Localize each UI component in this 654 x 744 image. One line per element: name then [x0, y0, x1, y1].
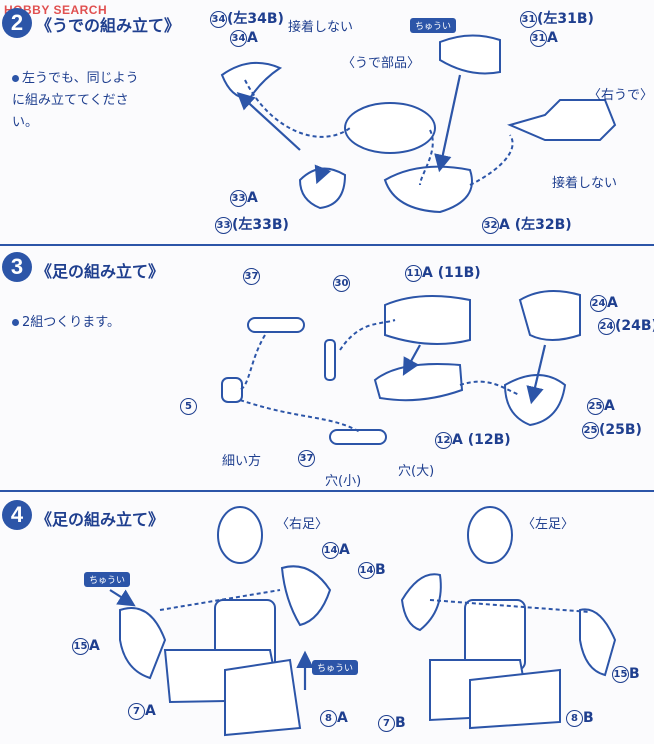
- guide-step3-a: [239, 334, 266, 391]
- step-2-note: 左うでも、同じように組み立ててください。: [12, 68, 142, 134]
- section-divider: [0, 244, 654, 246]
- step-4-label-right-leg: 〈右足〉: [276, 517, 329, 532]
- part-label: 33(左33B): [215, 217, 289, 234]
- arm-body: [344, 102, 436, 154]
- part-34-shell: [220, 61, 283, 100]
- part-31-shell: [439, 34, 501, 75]
- part-label: 31(左31B): [520, 11, 594, 28]
- arrow-step4-a: [109, 589, 136, 607]
- part-14a-shell: [280, 565, 332, 627]
- arrow-step2-b: [434, 74, 462, 173]
- guide-step4-a: [159, 589, 281, 611]
- part-14b-shell: [400, 573, 442, 632]
- step-3-title: 《足の組み立て》: [36, 262, 165, 281]
- step-4-title: 《足の組み立て》: [36, 510, 165, 529]
- step-3-note: 2組つくります。: [12, 312, 142, 334]
- step-4-label-left-leg: 〈左足〉: [522, 517, 575, 532]
- part-15b-shell: [579, 608, 617, 677]
- guide-step3-c: [339, 319, 396, 351]
- part-30-shaft: [324, 339, 336, 381]
- arrow-step3-a: [402, 344, 421, 376]
- arrow-step2-c: [314, 164, 332, 185]
- part-label: 25(25B): [582, 422, 642, 439]
- thigh-right: [217, 506, 263, 564]
- guide-step4-b: [429, 599, 591, 613]
- guide-step3-b: [239, 399, 361, 433]
- step-2-label-right-arm: 〈右うで〉: [588, 88, 654, 103]
- part-label: 34(左34B): [210, 11, 284, 28]
- part-5-joint: [221, 377, 243, 403]
- step-2-label-glue-top: 接着しない: [288, 20, 354, 35]
- step-3-badge: 3: [2, 252, 32, 282]
- part-24-shell: [518, 290, 581, 341]
- bullet-icon: [12, 75, 19, 82]
- step-4-caution-tag-b: ちゅうい: [312, 660, 359, 675]
- step-2-label-arm-parts: 〈うで部品〉: [342, 56, 421, 71]
- part-label: 5: [180, 398, 197, 415]
- part-37-bottom: [329, 429, 387, 445]
- step-3-label-hole-large: 穴(大): [398, 464, 435, 479]
- part-25-shell: [503, 374, 567, 427]
- part-33-shell: [298, 167, 347, 210]
- right-arm-part: [507, 99, 617, 141]
- step-3-note-text: 2組つくります。: [22, 315, 120, 330]
- guide-step2-a: [244, 79, 351, 138]
- part-label: 30: [333, 275, 350, 292]
- bullet-icon: [12, 319, 19, 326]
- step-2-note-text: 左うでも、同じように組み立ててください。: [12, 71, 139, 130]
- part-37-top: [247, 317, 305, 333]
- arrow-step2-a: [236, 92, 301, 151]
- step-2-label-glue-bottom: 接着しない: [552, 176, 618, 191]
- step-3-label-hole-small: 穴(小): [325, 474, 362, 489]
- part-8b-base: [469, 668, 561, 730]
- step-2-title: 《うでの組み立て》: [36, 16, 181, 35]
- part-8a-base: [224, 658, 302, 737]
- guide-step3-d: [459, 380, 521, 396]
- thigh-left: [467, 506, 513, 564]
- step-2-badge: 2: [2, 8, 32, 38]
- step-4-badge: 4: [2, 500, 32, 530]
- part-32-shell: [383, 165, 473, 214]
- section-divider: [0, 490, 654, 492]
- guide-step2-c: [469, 134, 514, 186]
- part-label: 37: [243, 268, 260, 285]
- part-12-shell: [373, 363, 464, 402]
- step-2-caution-tag: ちゅうい: [410, 18, 457, 33]
- part-label: 37: [298, 450, 315, 467]
- step-3-label-thin-side: 細い方: [222, 454, 262, 469]
- watermark: HOBBY SEARCH: [4, 3, 108, 17]
- arrow-step3-b: [526, 344, 547, 405]
- part-label: 24(24B): [598, 318, 654, 335]
- step-4-caution-tag-a: ちゅうい: [84, 572, 131, 587]
- part-11-shell: [384, 295, 471, 345]
- part-15a-shell: [119, 607, 167, 680]
